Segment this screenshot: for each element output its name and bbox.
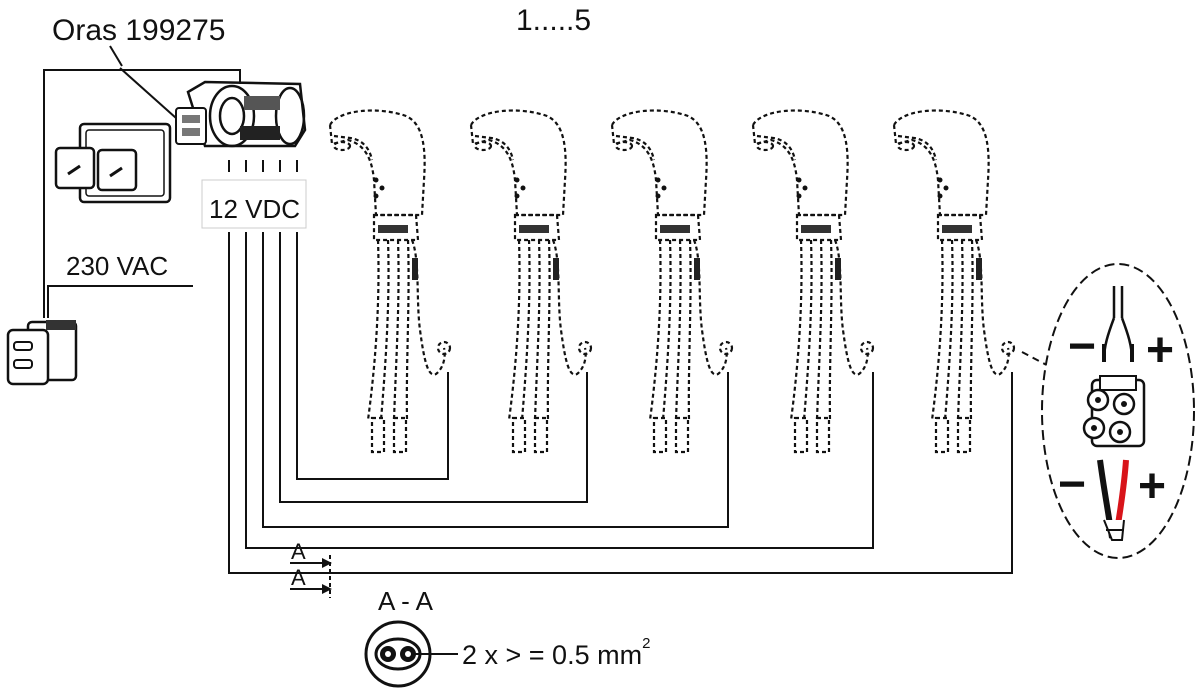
cable-spec-label: 2 x > = 0.5 mm2 <box>462 635 650 670</box>
section-title: A - A <box>378 586 434 616</box>
switch-wire <box>43 69 241 318</box>
wall-switch <box>54 122 172 204</box>
faucet <box>751 109 875 454</box>
section-marker-a-upper: A <box>290 539 332 568</box>
product-label-leader <box>109 45 123 67</box>
ac-voltage-label: 230 VAC <box>66 251 168 281</box>
product-label: Oras 199275 <box>52 14 225 47</box>
terminal-plus-top: + <box>1146 324 1174 377</box>
mains-wire <box>47 285 193 318</box>
terminal-plus-bottom: + <box>1138 460 1166 513</box>
power-supply-unit <box>119 67 307 148</box>
faucet <box>469 109 593 454</box>
cable-spec-exponent: 2 <box>642 635 650 652</box>
faucet-group <box>328 109 1016 454</box>
section-marker-a-lower: A <box>290 565 332 594</box>
faucet <box>610 109 734 454</box>
dc-terminals <box>201 160 307 229</box>
cable-cross-section <box>364 620 458 688</box>
dc-voltage-label: 12 VDC <box>209 194 300 224</box>
cable-runs <box>228 232 1013 574</box>
terminal-minus-top: − <box>1068 320 1096 373</box>
terminal-minus-bottom: − <box>1058 458 1086 511</box>
cable-spec-text: 2 x > = 0.5 mm <box>462 640 642 670</box>
terminal-detail: − + − + <box>1041 263 1195 559</box>
wall-socket <box>6 320 78 386</box>
svg-text:A: A <box>291 565 306 590</box>
svg-text:A: A <box>291 539 306 564</box>
faucet <box>328 109 452 454</box>
faucet-count-label: 1.....5 <box>516 4 591 37</box>
faucet <box>892 109 1016 454</box>
